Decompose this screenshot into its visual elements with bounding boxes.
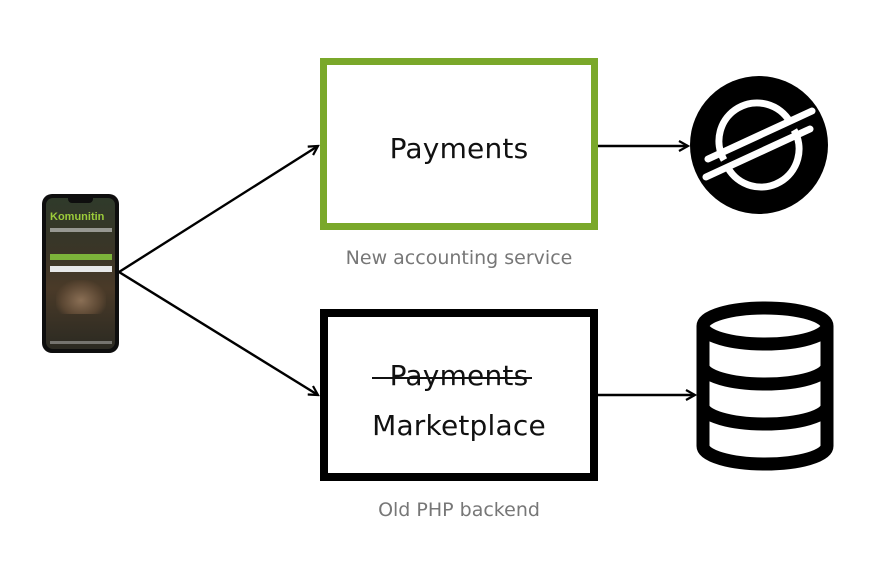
new-service-caption: New accounting service bbox=[345, 247, 573, 269]
app-bottom-nav bbox=[50, 341, 112, 344]
database-icon bbox=[696, 301, 834, 471]
phone-screen: Komunitin bbox=[46, 198, 115, 349]
struck-payments-label: Payments bbox=[371, 359, 533, 392]
old-php-backend-box: Payments Marketplace bbox=[320, 309, 598, 481]
app-logo: Komunitin bbox=[50, 211, 105, 223]
arrow-phone-to-new-service bbox=[118, 146, 318, 274]
phone-notch bbox=[68, 198, 93, 203]
app-hero-image bbox=[56, 280, 106, 314]
old-backend-caption: Old PHP backend bbox=[378, 499, 540, 521]
app-primary-button bbox=[50, 254, 112, 260]
app-tagline-placeholder bbox=[50, 228, 112, 232]
arrow-phone-to-old-backend bbox=[118, 270, 318, 395]
app-secondary-button bbox=[50, 266, 112, 272]
stellar-logo-icon bbox=[690, 76, 828, 214]
phone-mockup: Komunitin bbox=[42, 194, 119, 353]
struck-title-row: Payments bbox=[328, 359, 590, 392]
new-accounting-service-box: Payments bbox=[320, 58, 598, 230]
old-box-title: Marketplace bbox=[372, 409, 546, 442]
new-box-title: Payments bbox=[389, 132, 529, 165]
